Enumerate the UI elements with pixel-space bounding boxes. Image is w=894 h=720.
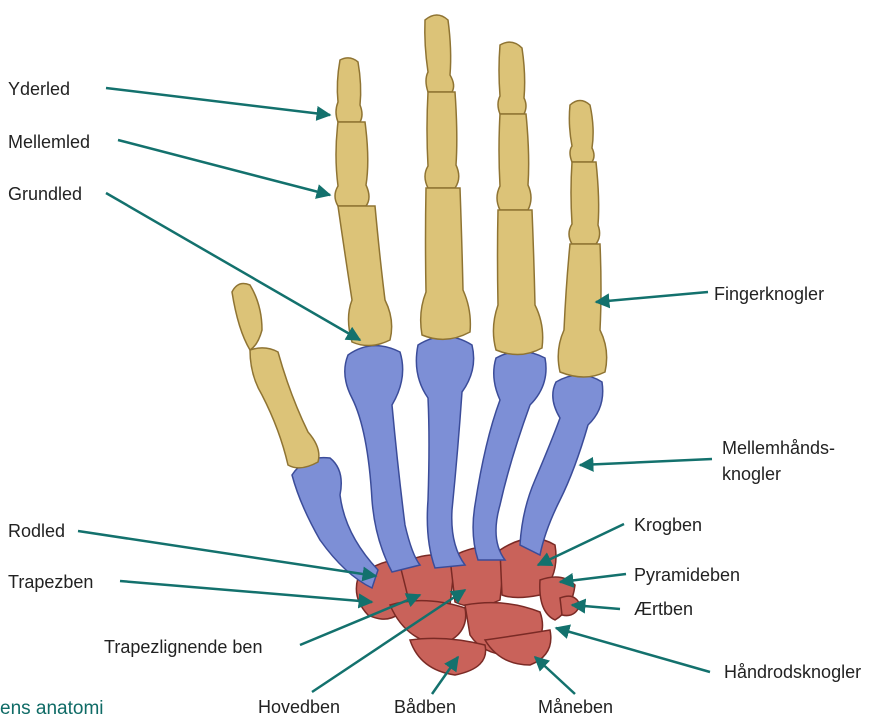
- label-fingerknogler: Fingerknogler: [714, 283, 824, 305]
- leader-haandrodsknogler: [556, 628, 710, 672]
- label-maaneben: Måneben: [538, 696, 613, 718]
- leader-pyramideben: [560, 574, 626, 582]
- label-pyramideben: Pyramideben: [634, 564, 740, 586]
- label-mellemhaandsknogler-line1: Mellemhånds-: [722, 437, 835, 459]
- label-rodled: Rodled: [8, 520, 65, 542]
- footer-caption: ens anatomi: [0, 698, 104, 720]
- leader-yderled: [106, 88, 330, 115]
- label-yderled: Yderled: [8, 78, 70, 100]
- label-haandrodsknogler: Håndrodsknogler: [724, 661, 861, 683]
- label-aertben: Ærtben: [634, 598, 693, 620]
- label-trapezben: Trapezben: [8, 571, 93, 593]
- leader-trapezben: [120, 581, 372, 602]
- label-krogben: Krogben: [634, 514, 702, 536]
- label-trapezlignende-ben: Trapezlignende ben: [104, 636, 262, 658]
- leader-maaneben: [535, 657, 575, 694]
- label-mellemhaandsknogler-line2: knogler: [722, 463, 781, 485]
- leader-mellemhaand: [580, 459, 712, 465]
- phalanges: [232, 15, 607, 468]
- label-grundled: Grundled: [8, 183, 82, 205]
- leader-fingerknogler: [596, 292, 708, 302]
- leader-grundled: [106, 193, 360, 340]
- label-baadben: Bådben: [394, 696, 456, 718]
- label-hovedben: Hovedben: [258, 696, 340, 718]
- label-mellemled: Mellemled: [8, 131, 90, 153]
- leader-mellemled: [118, 140, 330, 195]
